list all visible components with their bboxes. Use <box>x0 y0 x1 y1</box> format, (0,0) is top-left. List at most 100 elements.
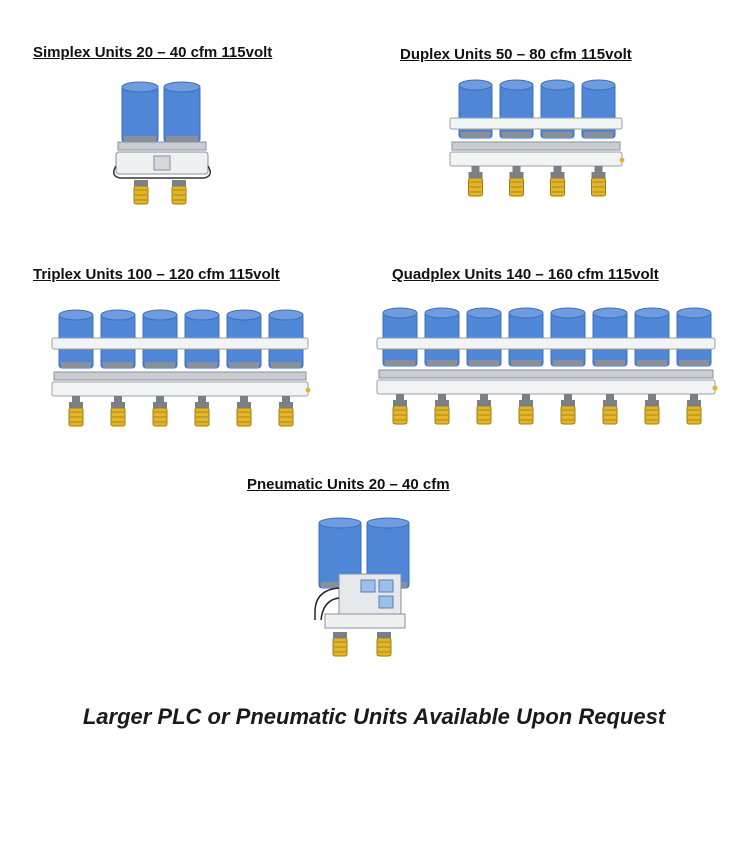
lower-pipe <box>51 381 309 397</box>
quadplex-heading: Quadplex Units 140 – 160 cfm 115volt <box>392 266 659 283</box>
connector <box>396 394 404 400</box>
upper-pipe <box>449 117 623 130</box>
canister-base <box>679 360 709 366</box>
frame-rail <box>451 141 621 151</box>
canister-base <box>584 132 613 138</box>
canister <box>163 85 201 143</box>
filter-cap <box>111 402 125 408</box>
canister <box>540 83 575 139</box>
filter-cap <box>519 400 533 406</box>
filter-cap <box>134 180 148 186</box>
connector <box>156 396 164 402</box>
quadplex-unit-image <box>375 306 719 430</box>
canister-lid <box>676 307 712 319</box>
canister-base <box>511 360 541 366</box>
canister-base <box>469 360 499 366</box>
valve <box>712 385 718 391</box>
canister-lid <box>424 307 460 319</box>
canister-base <box>166 136 198 142</box>
canister-lid <box>634 307 670 319</box>
canister-lid <box>508 307 544 319</box>
connector <box>480 394 488 400</box>
filter-cap <box>377 632 391 638</box>
filter-cap <box>509 172 524 178</box>
canister-base <box>595 360 625 366</box>
filter-cap <box>603 400 617 406</box>
canister-lid <box>540 79 575 91</box>
canister-base <box>427 360 457 366</box>
valve <box>619 157 625 163</box>
canister-base <box>187 362 217 368</box>
canister-base <box>553 360 583 366</box>
duplex-unit-image <box>448 78 626 198</box>
canister-lid <box>58 309 94 321</box>
triplex-heading: Triplex Units 100 – 120 cfm 115volt <box>33 266 280 283</box>
duplex-heading: Duplex Units 50 – 80 cfm 115volt <box>400 46 632 63</box>
filter-cap <box>333 632 347 638</box>
canister-lid <box>184 309 220 321</box>
pneumatic-unit-image <box>305 516 425 664</box>
manifold <box>324 613 406 629</box>
canister-lid <box>581 79 616 91</box>
hose <box>113 165 211 179</box>
canister-lid <box>366 517 410 529</box>
canister-base <box>502 132 531 138</box>
connector <box>198 396 206 402</box>
canister-lid <box>226 309 262 321</box>
connector <box>522 394 530 400</box>
canister-lid <box>466 307 502 319</box>
filter-cap <box>561 400 575 406</box>
connector <box>438 394 446 400</box>
canister-lid <box>382 307 418 319</box>
canister-base <box>637 360 667 366</box>
filter-cap <box>645 400 659 406</box>
connector <box>282 396 290 402</box>
filter-cap <box>153 402 167 408</box>
filter-cap <box>687 400 701 406</box>
filter-cap <box>550 172 565 178</box>
filter-cap <box>468 172 483 178</box>
canister <box>121 85 159 143</box>
filter-cap <box>435 400 449 406</box>
connector <box>564 394 572 400</box>
filter-cap <box>393 400 407 406</box>
valve-window <box>378 595 394 609</box>
canister-lid <box>550 307 586 319</box>
canister-lid <box>268 309 304 321</box>
upper-pipe <box>51 337 309 350</box>
canister <box>499 83 534 139</box>
lower-pipe <box>376 379 716 395</box>
canister-lid <box>142 309 178 321</box>
connector <box>512 166 521 172</box>
frame-rail <box>53 371 307 381</box>
filter-cap <box>172 180 186 186</box>
pneumatic-heading: Pneumatic Units 20 – 40 cfm <box>247 476 450 493</box>
valve <box>305 387 311 393</box>
filter-cap <box>279 402 293 408</box>
canister <box>581 83 616 139</box>
canister-base <box>543 132 572 138</box>
connector <box>553 166 562 172</box>
filter-cap <box>237 402 251 408</box>
filter-cap <box>69 402 83 408</box>
valve-window <box>360 579 376 593</box>
canister-lid <box>592 307 628 319</box>
canister <box>458 83 493 139</box>
connector <box>240 396 248 402</box>
canister-lid <box>121 81 159 93</box>
triplex-unit-image <box>50 308 312 430</box>
canister-lid <box>499 79 534 91</box>
connector <box>606 394 614 400</box>
connector <box>594 166 603 172</box>
valve-window <box>378 579 394 593</box>
footer-note: Larger PLC or Pneumatic Units Available … <box>82 704 666 729</box>
canister-lid <box>100 309 136 321</box>
frame-rail <box>378 369 714 379</box>
filter-cap <box>591 172 606 178</box>
canister-lid <box>458 79 493 91</box>
canister-base <box>61 362 91 368</box>
filter-cap <box>477 400 491 406</box>
air-hose <box>314 587 340 620</box>
canister-lid <box>163 81 201 93</box>
canister-lid <box>318 517 362 529</box>
